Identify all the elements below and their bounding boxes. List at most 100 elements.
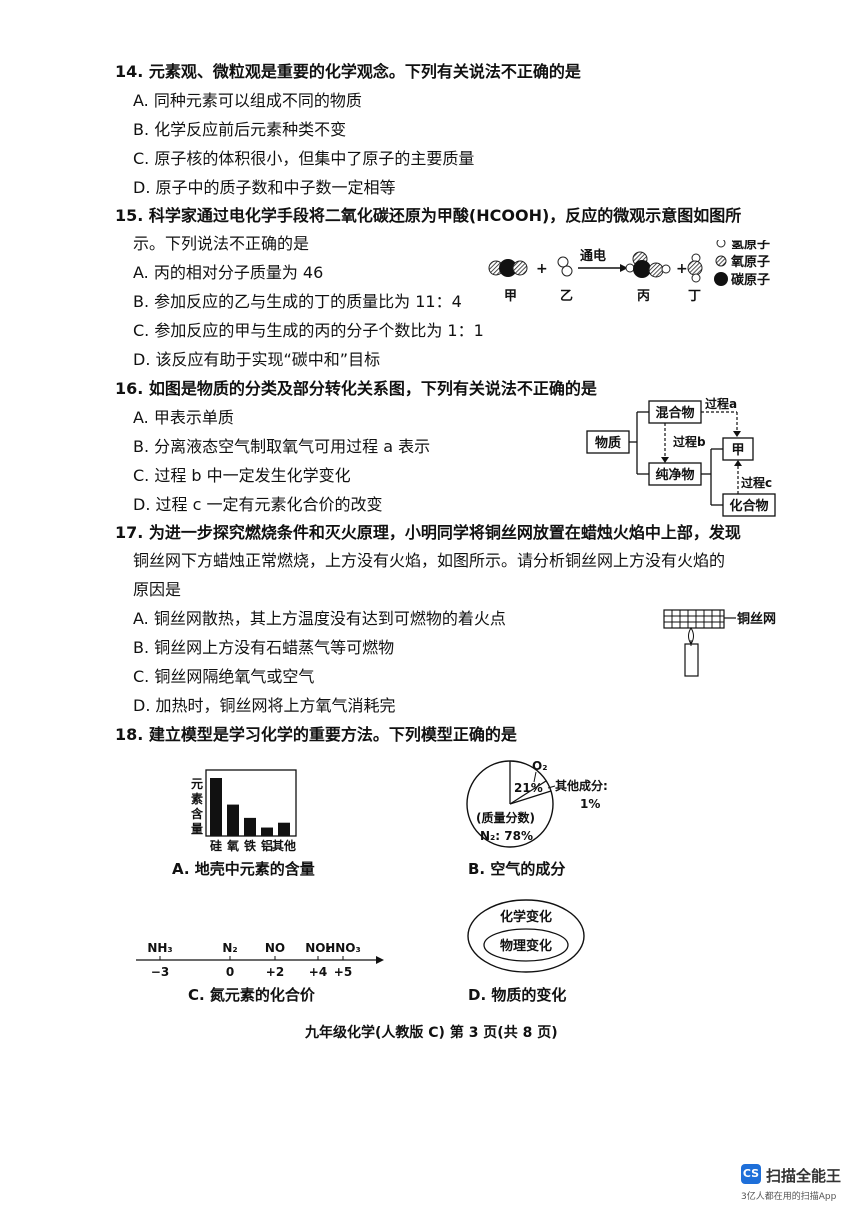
q15-stem-line1: 15. 科学家通过电化学手段将二氧化碳还原为甲酸(HCOOH)，反应的微观示意图… xyxy=(115,206,742,225)
q17-option-a: A. 铜丝网散热，其上方温度没有达到可燃物的着火点 xyxy=(133,609,506,628)
ylabel-char-1: 素 xyxy=(191,791,203,806)
valence-label: +2 xyxy=(266,965,284,979)
q16-classification-diagram: 物质 混合物 纯净物 过程b 过程a 甲 化合物 过程c xyxy=(586,396,776,517)
hydrogen-atom-icon xyxy=(716,240,726,248)
hcooh-molecule-icon xyxy=(625,251,671,278)
q15-option-b: B. 参加反应的乙与生成的丁的质量比为 11：4 xyxy=(133,292,462,311)
bar-category-label: 铝 xyxy=(261,838,273,853)
watermark-tagline: 3亿人都在用的扫描App xyxy=(741,1192,837,1202)
q15-stem-line2: 示。下列说法不正确的是 xyxy=(133,234,310,253)
h2-molecule-icon xyxy=(557,256,573,277)
ylabel-char-2: 含 xyxy=(191,806,204,821)
oxygen-atom-icon xyxy=(715,255,727,267)
h2o-molecule-icon xyxy=(687,253,703,283)
species-label: NH₃ xyxy=(147,941,172,955)
label-process-b: 过程b xyxy=(673,434,706,449)
q17-option-b: B. 铜丝网上方没有石蜡蒸气等可燃物 xyxy=(133,638,395,657)
q17-stem-line2: 铜丝网下方蜡烛正常燃烧，上方没有火焰，如图所示。请分析铜丝网上方没有火焰的 xyxy=(133,551,726,570)
box-substance: 物质 xyxy=(595,435,621,451)
q14-option-c: C. 原子核的体积很小，但集中了原子的主要质量 xyxy=(133,149,475,168)
q16-option-a: A. 甲表示单质 xyxy=(133,408,234,427)
svg-text:+: + xyxy=(676,261,688,277)
species-label: NO xyxy=(265,941,285,955)
q14-option-a: A. 同种元素可以组成不同的物质 xyxy=(133,91,362,110)
q15-option-c: C. 参加反应的甲与生成的丙的分子个数比为 1：1 xyxy=(133,321,484,340)
model-c-number-line: NH₃ −3 N₂ 0 NO +2 NO₂ +4 HNO₃ +5 xyxy=(136,941,384,979)
q17-candle-figure: 铜丝网 xyxy=(663,609,776,677)
bar-category-label: 其他 xyxy=(272,838,296,853)
pie-value-other: 1% xyxy=(580,797,600,811)
valence-label: 0 xyxy=(226,965,234,979)
q15-condition: 通电 xyxy=(580,248,606,264)
svg-text:+: + xyxy=(536,261,548,277)
q17-option-d: D. 加热时，铜丝网将上方氧气消耗完 xyxy=(133,696,396,715)
bar-category-label: 硅 xyxy=(210,838,222,853)
q17-stem-line3: 原因是 xyxy=(133,580,182,599)
model-d-caption: D. 物质的变化 xyxy=(468,986,567,1004)
bar-4 xyxy=(278,822,290,836)
q16-option-d: D. 过程 c 一定有元素化合价的改变 xyxy=(133,495,383,514)
species-label: N₂ xyxy=(222,941,237,955)
valence-label: +4 xyxy=(309,965,327,979)
watermark-brand: 扫描全能王 xyxy=(766,1167,842,1185)
label-copper-mesh: 铜丝网 xyxy=(736,611,776,627)
label-process-a: 过程a xyxy=(705,396,737,411)
bar-category-label: 氧 xyxy=(226,838,239,853)
pie-value-o2: 21% xyxy=(514,781,543,795)
legend-hydrogen: 氢原子 xyxy=(731,240,770,252)
bar-3 xyxy=(261,827,273,836)
legend-carbon: 碳原子 xyxy=(731,272,770,288)
bar-category-label: 铁 xyxy=(244,838,256,853)
q15-option-d: D. 该反应有助于实现“碳中和”目标 xyxy=(133,350,381,369)
species-label: HNO₃ xyxy=(325,941,361,955)
candle-icon xyxy=(684,643,699,677)
model-b-pie-chart: O₂ 21% 其他成分: 1% (质量分数) N₂: 78% xyxy=(466,760,608,848)
label-process-c: 过程c xyxy=(741,475,772,490)
co2-molecule-icon xyxy=(488,259,528,277)
bar-0 xyxy=(210,778,222,836)
q14-option-d: D. 原子中的质子数和中子数一定相等 xyxy=(133,178,396,197)
q16-option-c: C. 过程 b 中一定发生化学变化 xyxy=(133,466,351,485)
ylabel-char-3: 量 xyxy=(191,822,203,836)
pie-label-o2: O₂ xyxy=(532,760,547,773)
label-chemical-change: 化学变化 xyxy=(500,909,552,925)
label-ding: 丁 xyxy=(688,289,701,304)
model-a-caption: A. 地壳中元素的含量 xyxy=(172,860,315,878)
q15-reaction-diagram: + 通电 + 甲 乙 丙 丁 氢原子 氧原子 碳原子 xyxy=(488,240,770,304)
species-label: NO₂ xyxy=(305,941,331,955)
carbon-atom-icon xyxy=(714,272,728,286)
q15-option-a: A. 丙的相对分子质量为 46 xyxy=(133,263,324,282)
valence-label: +5 xyxy=(334,965,352,979)
q14-option-b: B. 化学反应前后元素种类不变 xyxy=(133,120,347,139)
q16-stem: 16. 如图是物质的分类及部分转化关系图，下列有关说法不正确的是 xyxy=(115,379,597,398)
label-physical-change: 物理变化 xyxy=(500,938,552,954)
copper-mesh-icon xyxy=(663,609,725,629)
q16-option-b: B. 分离液态空气制取氧气可用过程 a 表示 xyxy=(133,437,431,456)
ylabel-char-0: 元 xyxy=(191,777,203,791)
page-footer: 九年级化学(人教版 C) 第 3 页(共 8 页) xyxy=(305,1025,558,1041)
camscanner-logo-icon: CS xyxy=(741,1164,761,1184)
valence-label: −3 xyxy=(151,965,169,979)
model-a-bar-chart: 元 素 含 量 硅氧铁铝其他 xyxy=(191,769,297,853)
inner-ellipse xyxy=(483,928,569,962)
box-jia: 甲 xyxy=(731,443,744,458)
box-compound: 化合物 xyxy=(729,498,768,514)
box-pure-substance: 纯净物 xyxy=(655,467,694,483)
q17-stem-line1: 17. 为进一步探究燃烧条件和灭火原理，小明同学将铜丝网放置在蜡烛火焰中上部，发… xyxy=(115,523,741,542)
pie-label-n2: N₂: 78% xyxy=(480,829,533,843)
pie-label-other: 其他成分: xyxy=(555,778,608,793)
bar-2 xyxy=(244,817,256,836)
q17-option-c: C. 铜丝网隔绝氧气或空气 xyxy=(133,667,315,686)
model-d-venn: 化学变化 物理变化 xyxy=(467,899,585,973)
box-mixture: 混合物 xyxy=(655,405,694,421)
model-c-caption: C. 氮元素的化合价 xyxy=(188,986,315,1004)
bar-1 xyxy=(227,804,239,836)
q14-stem: 14. 元素观、微粒观是重要的化学观念。下列有关说法不正确的是 xyxy=(115,62,581,81)
axis-arrow-icon xyxy=(376,956,384,964)
legend-oxygen: 氧原子 xyxy=(730,254,770,270)
label-bing: 丙 xyxy=(637,289,650,304)
q18-stem: 18. 建立模型是学习化学的重要方法。下列模型正确的是 xyxy=(115,725,517,744)
pie-mass-note: (质量分数) xyxy=(476,810,535,825)
label-jia: 甲 xyxy=(504,289,517,304)
model-b-caption: B. 空气的成分 xyxy=(468,860,566,878)
